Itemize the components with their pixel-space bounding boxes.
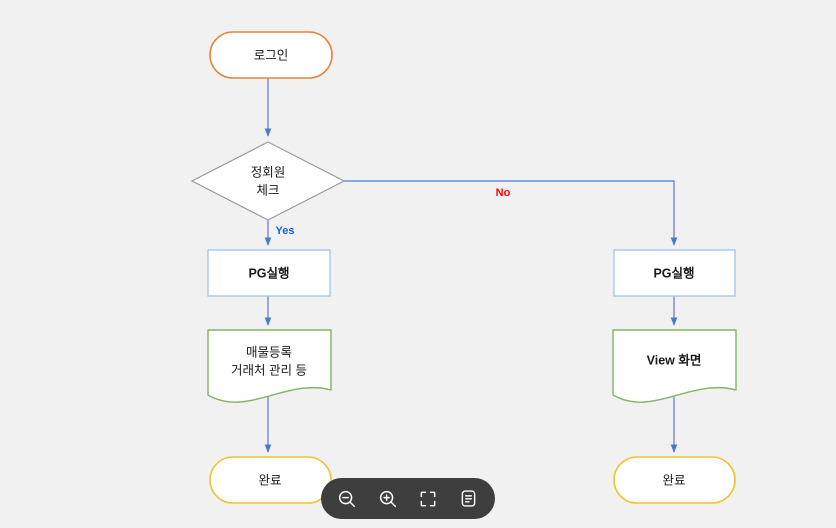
node-view-screen-label: View 화면 bbox=[647, 352, 702, 367]
node-done-right[interactable]: 완료 bbox=[613, 456, 736, 504]
zoom-out-button[interactable] bbox=[332, 484, 362, 514]
viewer-toolbar bbox=[321, 478, 495, 519]
node-done-left[interactable]: 완료 bbox=[209, 456, 332, 504]
node-pg-run-left[interactable]: PG실행 bbox=[207, 249, 331, 297]
node-done-left-label: 완료 bbox=[258, 473, 281, 487]
details-button[interactable] bbox=[454, 484, 484, 514]
edge-check-to-pg-left: Yes bbox=[264, 220, 295, 246]
node-pg-run-right-label: PG실행 bbox=[653, 265, 694, 280]
node-member-check-label-line2: 체크 bbox=[256, 183, 279, 197]
fit-screen-button[interactable] bbox=[413, 484, 443, 514]
zoom-out-icon bbox=[336, 488, 358, 510]
fullscreen-icon bbox=[418, 489, 438, 509]
node-member-check[interactable]: 정회원 체크 bbox=[190, 141, 346, 221]
node-listing-register-label-line2: 거래처 관리 등 bbox=[231, 363, 307, 377]
node-listing-register[interactable]: 매물등록 거래처 관리 등 bbox=[207, 329, 332, 403]
edge-check-to-pg-right: No bbox=[344, 180, 678, 246]
node-login-label: 로그인 bbox=[254, 48, 289, 62]
zoom-in-icon bbox=[377, 488, 399, 510]
node-member-check-label-line1: 정회원 bbox=[251, 165, 286, 179]
edge-label-yes: Yes bbox=[276, 225, 295, 237]
zoom-in-button[interactable] bbox=[373, 484, 403, 514]
node-listing-register-label-line1: 매물등록 bbox=[246, 345, 292, 359]
document-icon bbox=[458, 488, 479, 509]
edge-label-no: No bbox=[496, 187, 511, 199]
node-view-screen[interactable]: View 화면 bbox=[612, 329, 737, 403]
node-pg-run-right[interactable]: PG실행 bbox=[613, 249, 736, 297]
node-pg-run-left-label: PG실행 bbox=[248, 265, 289, 280]
node-done-right-label: 완료 bbox=[662, 473, 685, 487]
node-login[interactable]: 로그인 bbox=[209, 31, 333, 79]
